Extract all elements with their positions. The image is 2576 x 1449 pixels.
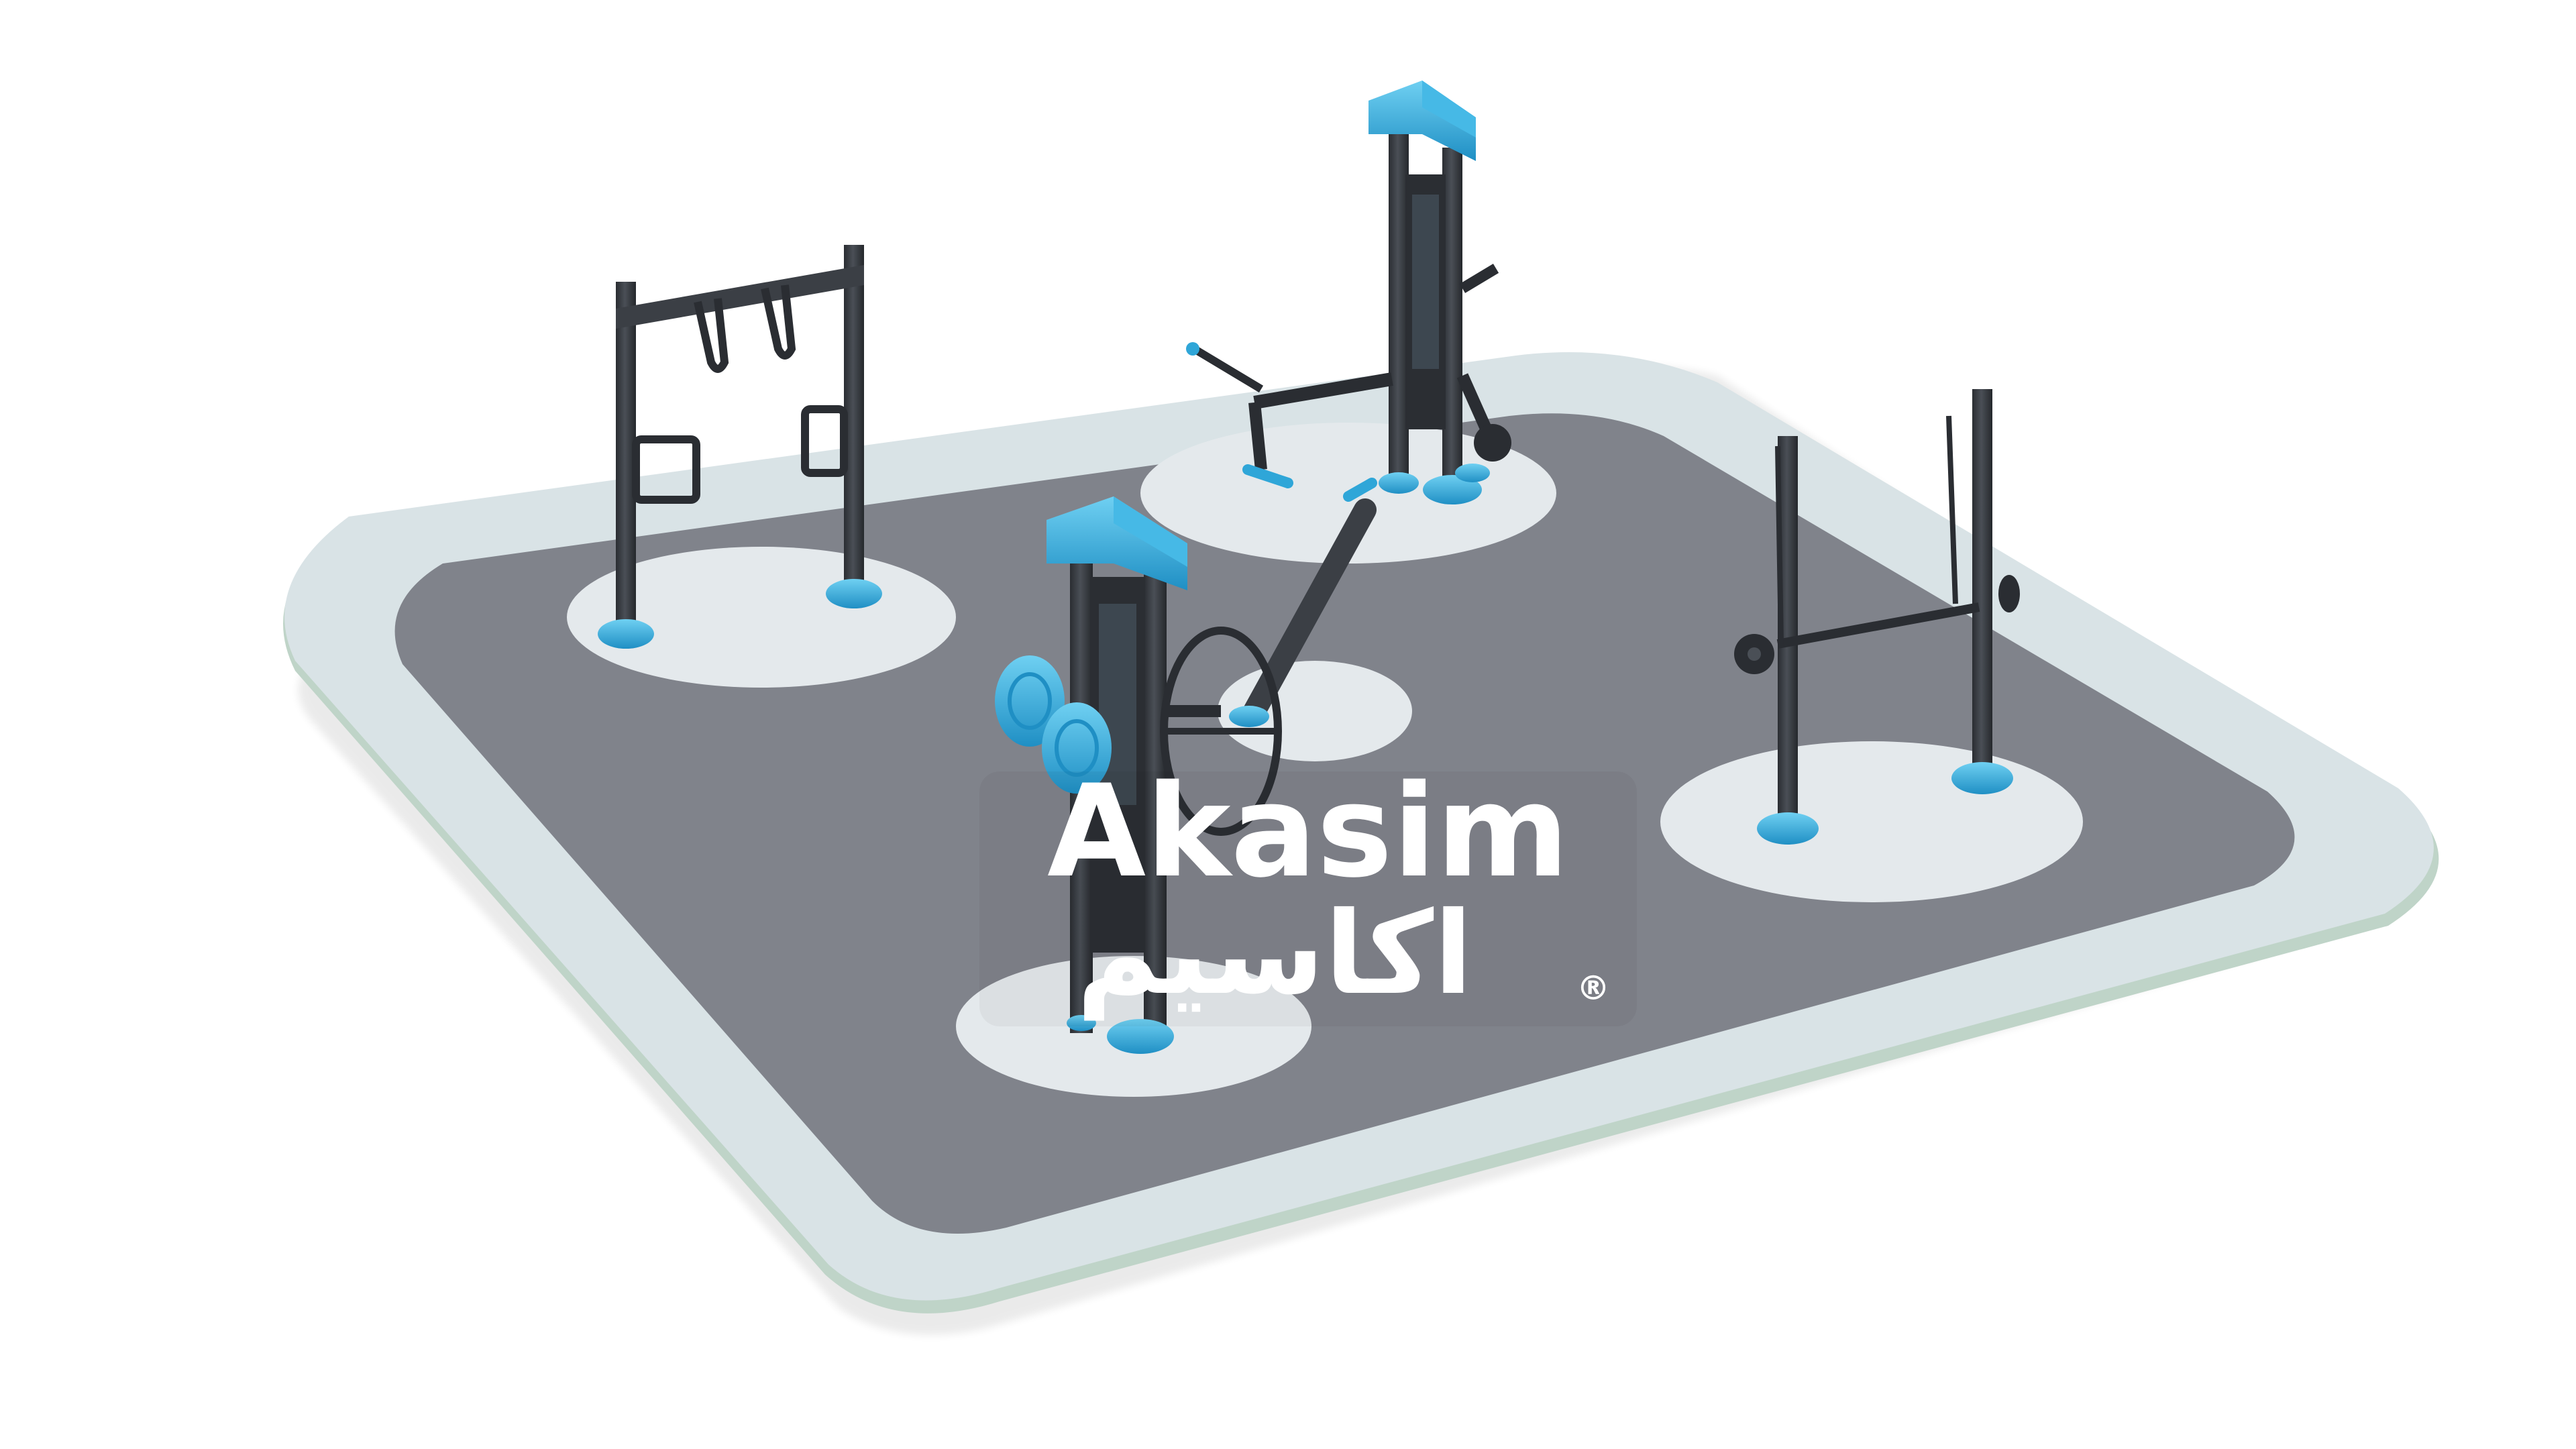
parallel-bars-station [1734, 389, 2020, 845]
watermark-latin: Akasim [1047, 757, 1569, 906]
pad-parallel [1660, 741, 2083, 902]
watermark-arabic: اكاسيم [1077, 888, 1473, 1021]
wheel-and-arm-station [995, 496, 1282, 1054]
watermark: Akasim اكاسيم ® [979, 757, 1637, 1026]
leg-press-station [1186, 80, 1511, 504]
watermark-registered: ® [1576, 969, 1610, 1008]
hanging-rings-station [598, 245, 882, 649]
watermark-backdrop [979, 771, 1637, 1026]
